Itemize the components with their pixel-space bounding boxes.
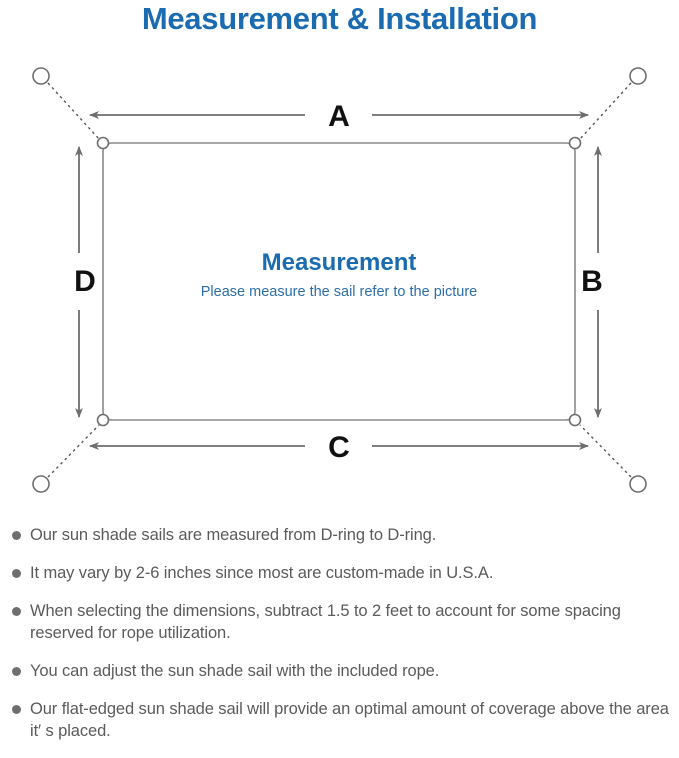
rope-line-top-left bbox=[47, 82, 100, 140]
dimension-label-b: B bbox=[581, 265, 603, 298]
list-item: Our flat-edged sun shade sail will provi… bbox=[0, 698, 679, 742]
rope-line-top-right bbox=[579, 82, 632, 140]
d-ring-bottom-right bbox=[568, 413, 582, 427]
rope-line-bottom-right bbox=[579, 424, 632, 478]
sail-outline bbox=[102, 142, 576, 421]
page-root: Measurement & Installation bbox=[0, 1, 679, 740]
note-text: When selecting the dimensions, subtract … bbox=[30, 602, 621, 642]
list-item: When selecting the dimensions, subtract … bbox=[0, 600, 679, 644]
diagram-center-title: Measurement bbox=[262, 249, 417, 276]
list-item: You can adjust the sun shade sail with t… bbox=[0, 660, 679, 682]
bullet-icon bbox=[12, 667, 21, 676]
d-ring-bottom-left bbox=[96, 413, 110, 427]
dimension-label-c: C bbox=[328, 431, 350, 464]
note-text: It may vary by 2-6 inches since most are… bbox=[30, 564, 494, 582]
dimension-label-a: A bbox=[328, 100, 350, 133]
list-item: Our sun shade sails are measured from D-… bbox=[0, 524, 679, 546]
bullet-icon bbox=[12, 531, 21, 540]
bullet-icon bbox=[12, 607, 21, 616]
list-item: It may vary by 2-6 inches since most are… bbox=[0, 562, 679, 584]
bullet-icon bbox=[12, 705, 21, 714]
bullet-icon bbox=[12, 569, 21, 578]
diagram-center-subtitle: Please measure the sail refer to the pic… bbox=[201, 284, 477, 300]
note-text: Our flat-edged sun shade sail will provi… bbox=[30, 700, 669, 740]
anchor-top-left bbox=[32, 67, 50, 85]
note-text: You can adjust the sun shade sail with t… bbox=[30, 662, 440, 680]
anchor-bottom-left bbox=[32, 475, 50, 493]
d-ring-top-right bbox=[568, 136, 582, 150]
rope-line-bottom-left bbox=[47, 424, 100, 478]
anchor-bottom-right bbox=[629, 475, 647, 493]
sail-diagram: A C D B Measurement Please measure the s… bbox=[0, 48, 679, 518]
note-text: Our sun shade sails are measured from D-… bbox=[30, 526, 437, 544]
d-ring-top-left bbox=[96, 136, 110, 150]
anchor-top-right bbox=[629, 67, 647, 85]
notes-list: Our sun shade sails are measured from D-… bbox=[0, 524, 679, 758]
page-title: Measurement & Installation bbox=[141, 1, 538, 36]
dimension-label-d: D bbox=[74, 265, 96, 298]
